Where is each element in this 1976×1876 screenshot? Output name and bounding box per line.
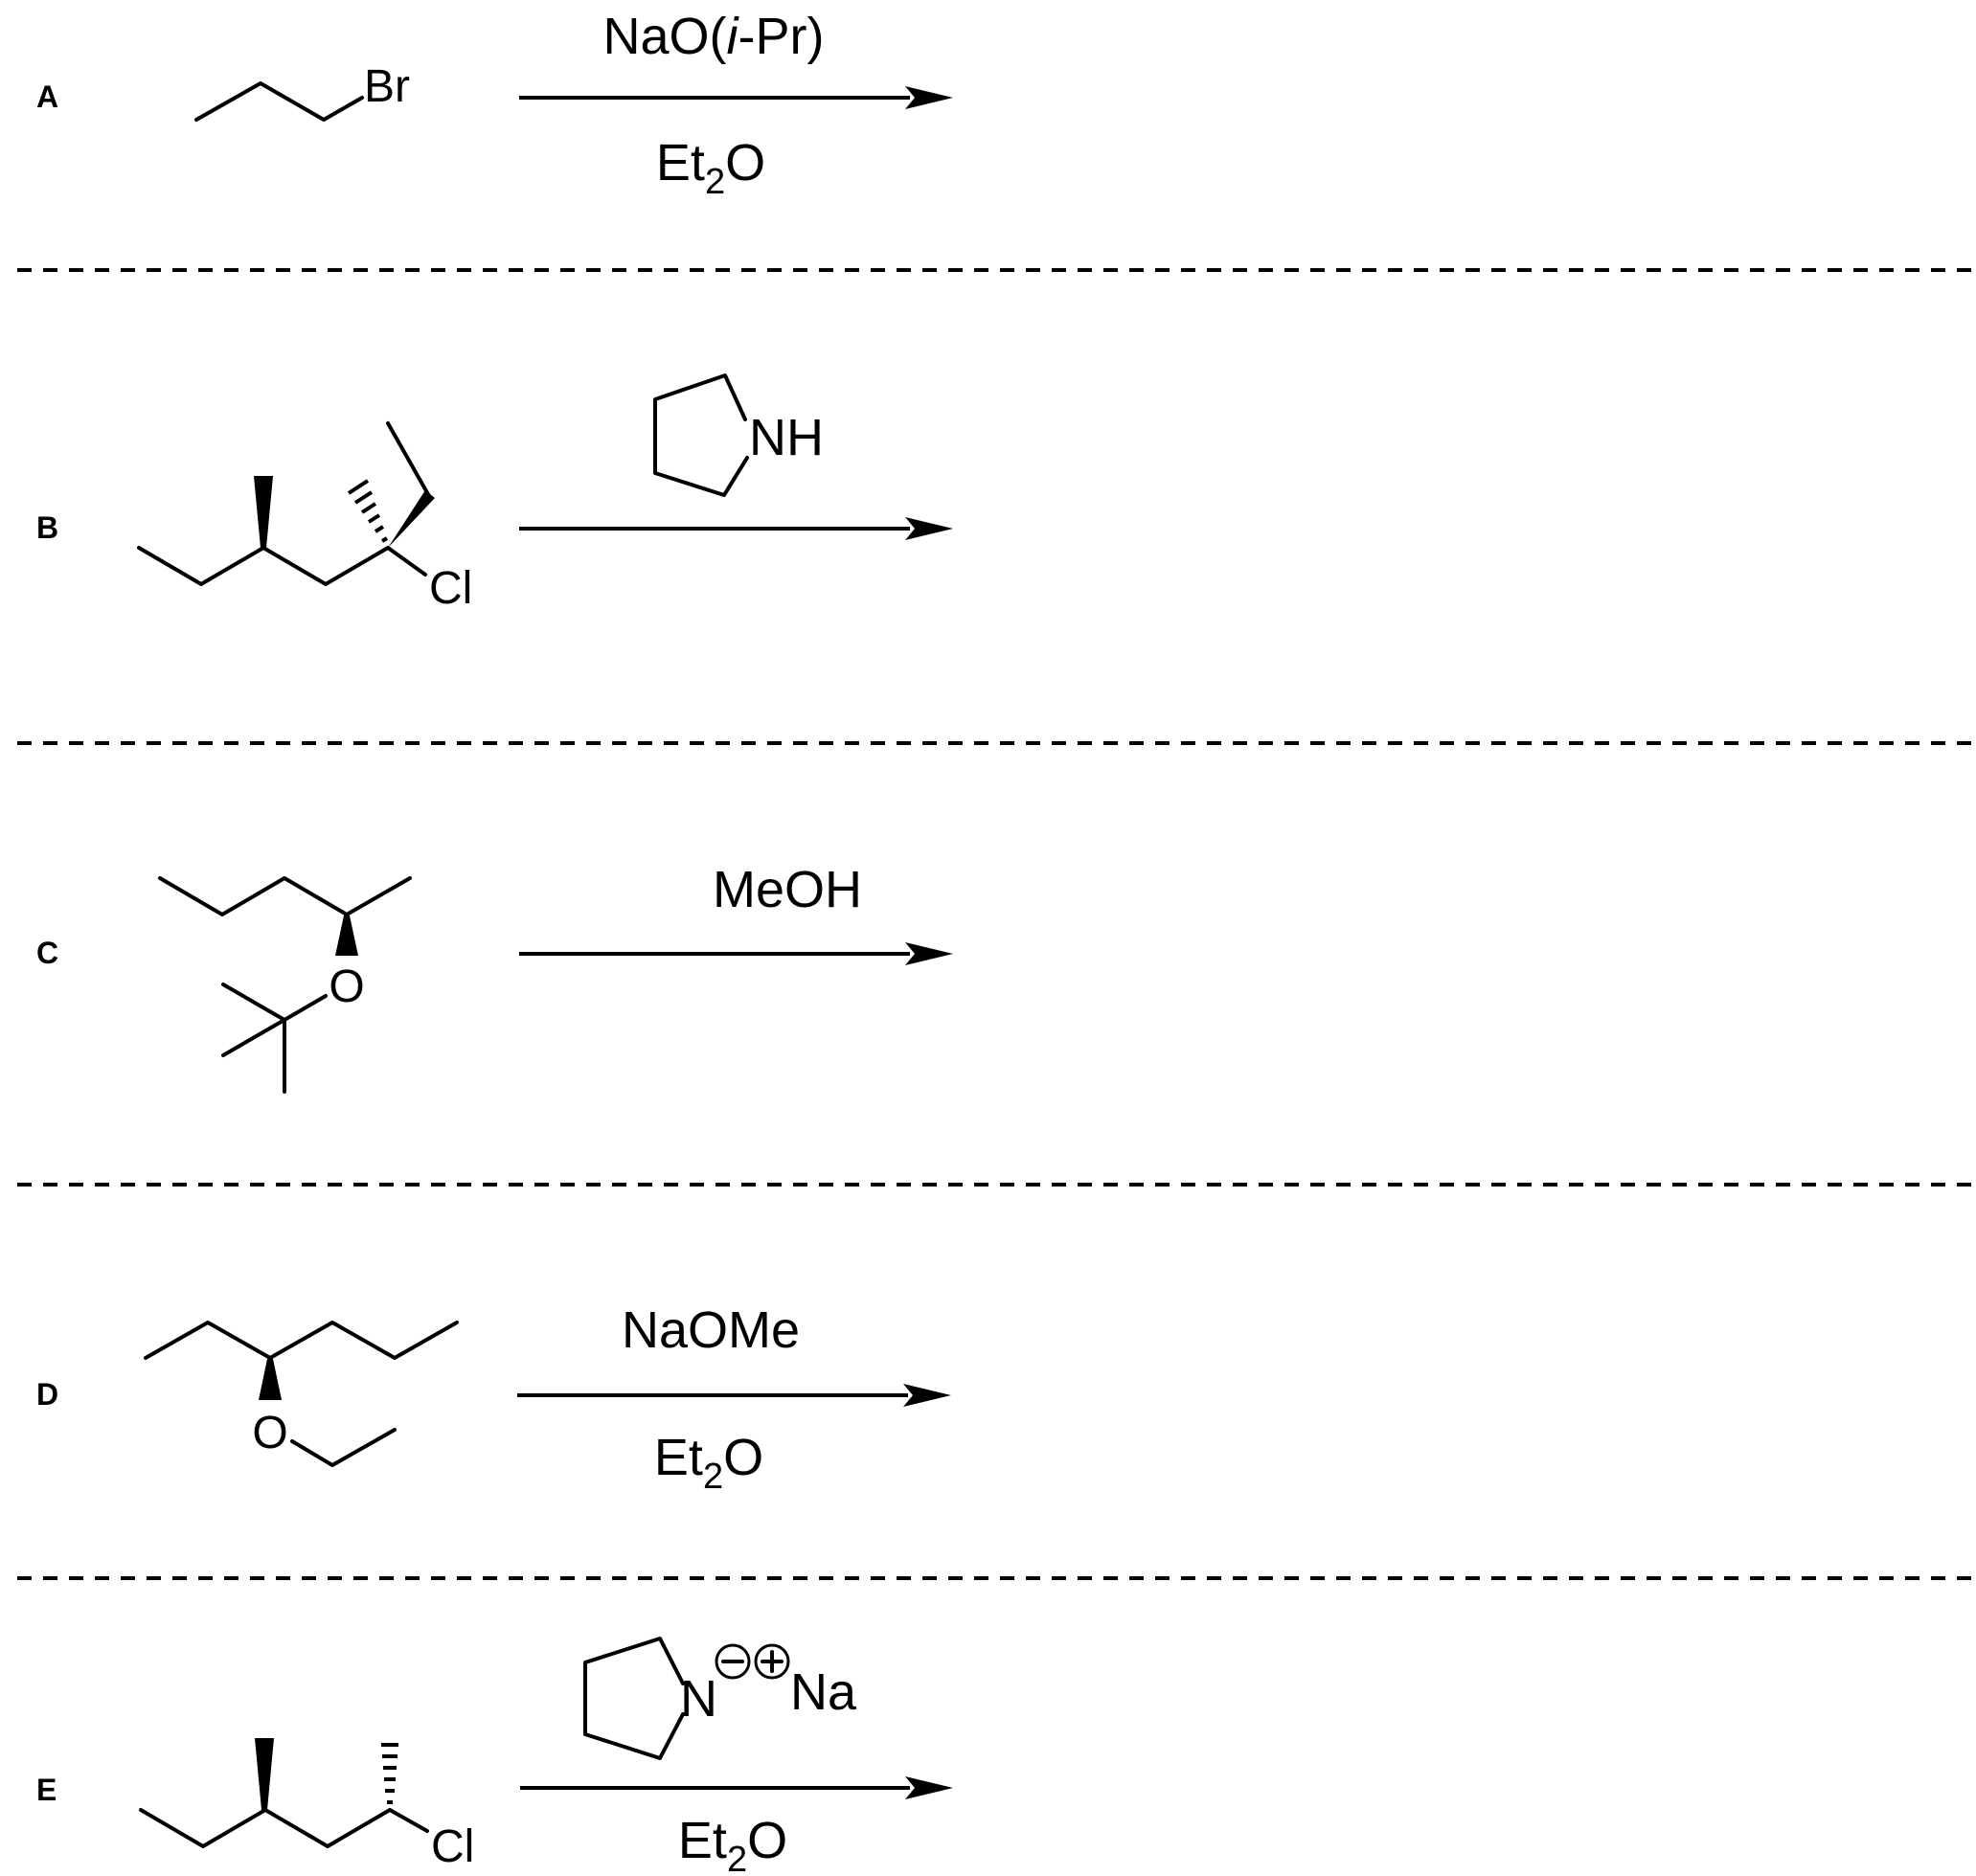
reaction-b: B Cl NH — [36, 373, 953, 614]
c-cl-bond-b — [386, 546, 427, 576]
solvent-d: Et2O — [654, 1429, 763, 1497]
tbu-methyl-1-c — [221, 983, 286, 1022]
arrow-e-head — [905, 1776, 953, 1799]
wedge-methyl-e — [255, 1738, 274, 1810]
arrow-c-head — [905, 942, 953, 965]
alkyl-chain-d — [144, 1321, 459, 1360]
ethyl-chain-d — [290, 1428, 397, 1467]
arrow-d-head — [903, 1384, 951, 1407]
arrow-a-head — [905, 86, 953, 109]
reaction-d: D O NaOMe Et2O — [36, 1301, 951, 1497]
solvent-a: Et2O — [656, 134, 765, 202]
oxygen-atom-c: O — [329, 961, 364, 1012]
alkyl-chain-c — [158, 876, 412, 916]
wedge-c-o-c — [335, 915, 358, 956]
wedge-c-o-d — [259, 1359, 282, 1400]
reaction-label-d: D — [36, 1377, 58, 1412]
chlorine-atom-b: Cl — [429, 563, 472, 614]
reagent-b-amine: NH — [749, 409, 824, 466]
positive-charge-icon — [754, 1643, 790, 1680]
reagent-c: MeOH — [713, 861, 862, 918]
oxygen-atom-d: O — [252, 1408, 287, 1458]
negative-charge-icon — [715, 1643, 751, 1680]
reaction-label-c: C — [36, 936, 58, 970]
reaction-label-b: B — [36, 510, 58, 545]
alkyl-chain-e — [139, 1808, 392, 1848]
reaction-a: A Br NaO(i-Pr) Et2O — [36, 8, 953, 202]
hashed-methyl-e — [381, 1743, 398, 1804]
o-tbu-bond-c — [283, 994, 328, 1022]
reagent-d: NaOMe — [622, 1301, 800, 1359]
bromine-atom-a: Br — [364, 61, 410, 112]
tbu-methyl-2-c — [221, 1018, 286, 1057]
arrow-b-head — [905, 517, 953, 540]
alkyl-chain-b — [137, 546, 390, 586]
wedge-ethyl-b — [388, 490, 435, 548]
reaction-label-a: A — [36, 79, 58, 114]
wedge-methyl-b — [254, 476, 273, 548]
reagent-a: NaO(i-Pr) — [603, 8, 825, 65]
pyrrolidine-ring-b — [653, 373, 749, 497]
chlorine-atom-e: Cl — [431, 1821, 474, 1872]
hashed-methyl-b — [347, 479, 389, 543]
ethyl-tip-b — [386, 421, 431, 498]
c-cl-bond-e — [388, 1808, 429, 1833]
reaction-c: C O MeOH — [36, 861, 953, 1094]
reaction-label-e: E — [36, 1773, 57, 1807]
pyrrolidine-ring-e — [583, 1637, 685, 1760]
propyl-chain-a — [194, 81, 364, 122]
solvent-e: Et2O — [678, 1812, 787, 1876]
reagent-e-cation: Na — [790, 1663, 857, 1721]
reagent-e-nitrogen: N — [680, 1670, 717, 1728]
reaction-e: E Cl N Na Et2O — [36, 1637, 953, 1876]
